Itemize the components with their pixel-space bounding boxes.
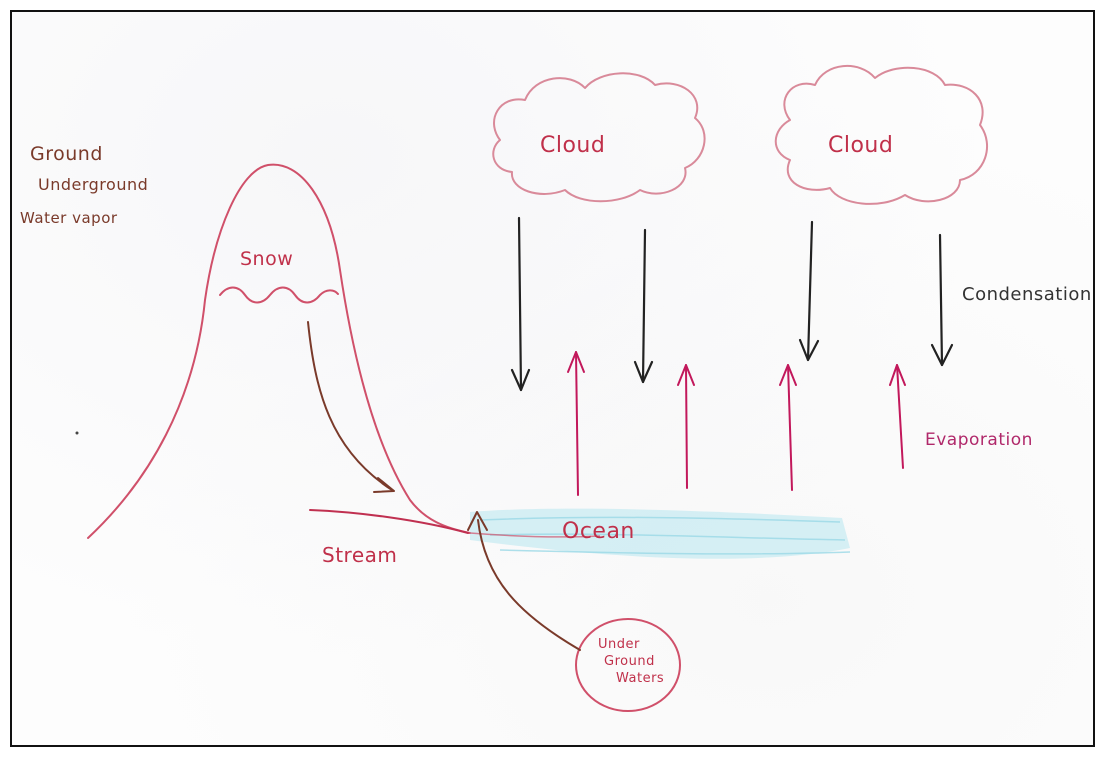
legend-ground: Ground	[30, 143, 103, 165]
evaporation-arrow-2	[677, 364, 695, 489]
pencil-dot	[75, 431, 79, 435]
groundwater-arrow	[477, 519, 581, 651]
underground-waters-line-1: Under	[598, 637, 640, 652]
stream-label: Stream	[322, 543, 397, 567]
cloud-right-outline	[774, 65, 989, 205]
legend: Ground Underground Water vapor	[20, 143, 148, 227]
evaporation-arrow-3	[779, 364, 797, 491]
snow-label: Snow	[240, 248, 293, 270]
underground-waters-line-2: Ground	[604, 654, 655, 669]
cloud-right-label: Cloud	[828, 133, 893, 158]
evaporation-arrow-1	[567, 351, 585, 496]
cloud-left-outline	[492, 72, 706, 203]
ocean-label: Ocean	[562, 519, 635, 544]
condensation-arrows: Condensation	[510, 216, 1092, 392]
evaporation-arrow-4	[889, 364, 906, 469]
cloud-left: Cloud	[492, 72, 706, 203]
underground-waters-line-3: Waters	[616, 671, 664, 686]
legend-water-vapor: Water vapor	[20, 209, 118, 227]
cloud-right: Cloud	[774, 65, 989, 205]
ocean: Ocean	[469, 508, 851, 559]
stream: Stream	[309, 509, 469, 567]
condensation-label: Condensation	[962, 284, 1092, 305]
evaporation-arrows: Evaporation	[567, 351, 1033, 496]
evaporation-label: Evaporation	[925, 430, 1033, 450]
condensation-arrow-3	[798, 220, 820, 362]
mountain: Snow	[87, 163, 471, 539]
ocean-fill	[470, 508, 850, 559]
legend-underground: Underground	[38, 175, 148, 194]
condensation-arrow-4	[930, 233, 954, 367]
condensation-arrow-2	[633, 228, 654, 384]
snowmelt-arrow	[307, 321, 395, 493]
mountain-outline	[87, 163, 471, 539]
cloud-left-label: Cloud	[540, 133, 605, 158]
condensation-arrow-1	[510, 216, 531, 392]
underground-waters: Under Ground Waters	[467, 511, 681, 712]
drawing-paper	[10, 10, 1095, 747]
snow-line	[219, 286, 339, 304]
underground-waters-bubble	[575, 618, 681, 712]
stream-line	[309, 509, 469, 534]
